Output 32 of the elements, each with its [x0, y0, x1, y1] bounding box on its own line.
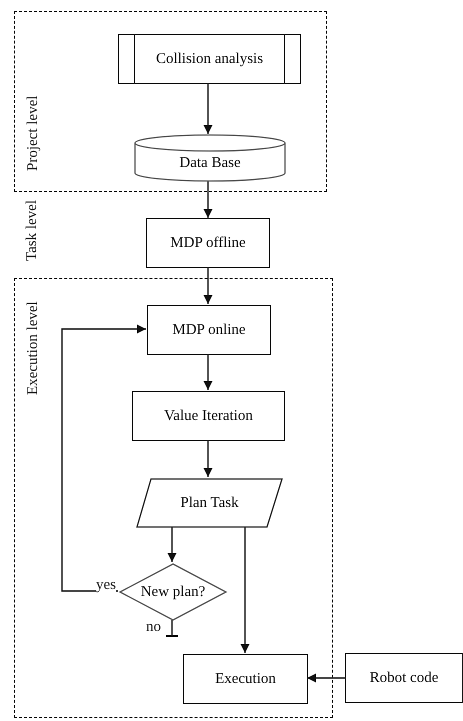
level-region — [14, 278, 333, 718]
node-label: Collision analysis — [154, 50, 264, 68]
level-label: Project level — [25, 94, 42, 174]
process-box — [132, 391, 285, 441]
arrow — [204, 83, 212, 134]
level-label: Execution level — [25, 300, 42, 397]
node-label: MDP offline — [169, 234, 247, 252]
database-cylinder — [134, 135, 286, 181]
arrow — [61, 324, 146, 592]
process-box — [345, 653, 463, 703]
process-box — [146, 218, 270, 268]
process-box — [183, 654, 308, 704]
node-label: Robot code — [368, 670, 440, 686]
arrow — [240, 527, 250, 653]
level-region — [14, 11, 327, 192]
node-label: Plan Task — [179, 494, 240, 512]
node-label: MDP online — [171, 322, 247, 338]
arrow — [204, 268, 212, 304]
decision-diamond — [119, 563, 227, 621]
node-label: Execution — [214, 670, 277, 688]
process-box — [147, 305, 271, 355]
node-label: Data Base — [178, 154, 242, 172]
data-parallelogram — [136, 478, 283, 528]
arrow — [168, 527, 176, 562]
arrow — [204, 354, 212, 390]
node-label: New plan? — [140, 584, 206, 600]
level-label: Task level — [24, 200, 41, 262]
arrow — [204, 440, 212, 477]
arrow — [204, 180, 212, 218]
node-label: Value Iteration — [163, 408, 254, 424]
subprocess-box — [118, 34, 301, 84]
arrow — [307, 674, 345, 682]
